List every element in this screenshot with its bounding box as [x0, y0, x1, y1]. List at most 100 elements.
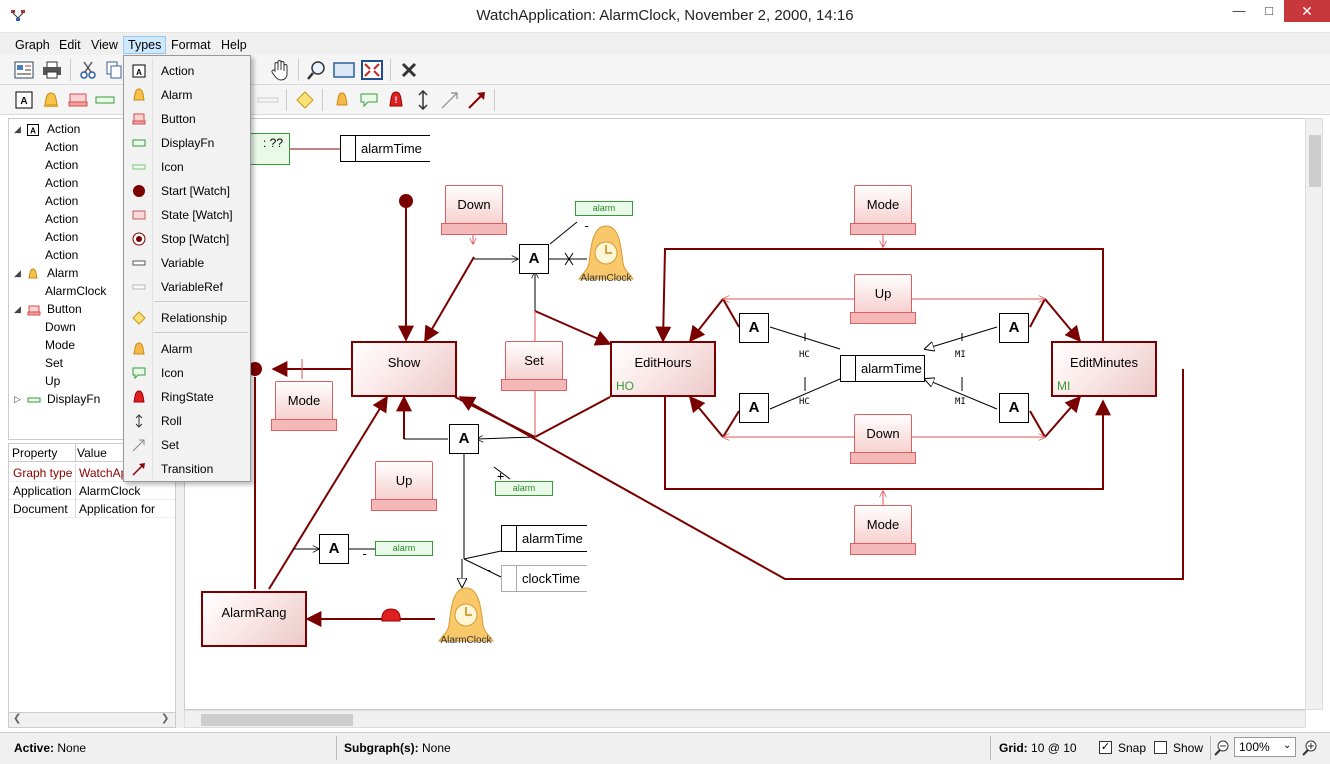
- tree-item[interactable]: Action: [9, 156, 175, 174]
- menu-format[interactable]: Format: [171, 38, 211, 52]
- menu-graph[interactable]: Graph: [15, 38, 50, 52]
- tree-item[interactable]: Action: [9, 228, 175, 246]
- canvas-vertical-scrollbar[interactable]: [1305, 118, 1323, 710]
- menu-item-set[interactable]: Set: [126, 433, 248, 457]
- displayfn-alarm[interactable]: alarm: [375, 541, 433, 556]
- zoom-out-icon[interactable]: [1214, 739, 1230, 757]
- button-down-mid[interactable]: Down: [850, 414, 916, 464]
- hand-icon[interactable]: [268, 58, 292, 82]
- state-edithours[interactable]: EditHours HO: [610, 341, 716, 397]
- menu-view[interactable]: View: [91, 38, 118, 52]
- fit-window-icon[interactable]: [360, 58, 384, 82]
- properties-icon[interactable]: [12, 58, 36, 82]
- transition-tool-icon[interactable]: [465, 88, 489, 112]
- alarmclock-bell-icon[interactable]: AlarmClock: [573, 223, 639, 289]
- canvas-horizontal-scrollbar[interactable]: [184, 710, 1306, 728]
- action-box[interactable]: A: [999, 313, 1029, 343]
- ringstate-tool-icon[interactable]: !: [384, 88, 408, 112]
- variable-alarmtime-top[interactable]: alarmTime: [340, 135, 430, 162]
- variable-alarmtime[interactable]: alarmTime: [501, 525, 587, 552]
- alarmclock-bell-icon[interactable]: AlarmClock: [433, 585, 499, 651]
- vertical-scroll-thumb[interactable]: [1309, 135, 1321, 187]
- collapse-icon[interactable]: ◢: [14, 304, 21, 314]
- collapse-icon[interactable]: ◢: [14, 124, 21, 134]
- set-tool-icon[interactable]: [438, 88, 462, 112]
- scroll-left-icon[interactable]: ❮: [13, 713, 22, 724]
- copy-icon[interactable]: [102, 58, 126, 82]
- cut-icon[interactable]: [76, 58, 100, 82]
- icon-relation-tool-icon[interactable]: [357, 88, 381, 112]
- menu-item-variable[interactable]: Variable: [126, 251, 248, 275]
- zoom-select[interactable]: 100%⌄: [1234, 737, 1296, 757]
- button-up-mid[interactable]: Up: [850, 274, 916, 324]
- action-box[interactable]: A: [739, 393, 769, 423]
- scroll-right-icon[interactable]: ❯: [161, 713, 170, 724]
- action-box[interactable]: A: [999, 393, 1029, 423]
- roll-tool-icon[interactable]: [411, 88, 435, 112]
- button-set[interactable]: Set: [501, 341, 567, 391]
- menu-item-state[interactable]: State [Watch]: [126, 203, 248, 227]
- zoom-in-icon[interactable]: [1302, 739, 1318, 757]
- state-show[interactable]: Show: [351, 341, 457, 397]
- button-tool-icon[interactable]: [66, 88, 90, 112]
- button-down-top[interactable]: Down: [441, 185, 507, 235]
- action-box[interactable]: A: [319, 534, 349, 564]
- action-tool-icon[interactable]: A: [12, 88, 36, 112]
- tree-group-button[interactable]: ◢Button: [9, 300, 175, 318]
- button-mode-left[interactable]: Mode: [271, 381, 337, 431]
- tree-item[interactable]: Action: [9, 174, 175, 192]
- tree-group-alarm[interactable]: ◢Alarm: [9, 264, 175, 282]
- variableref-tool-icon[interactable]: [256, 88, 280, 112]
- start-node[interactable]: [399, 194, 413, 208]
- show-checkbox[interactable]: [1154, 741, 1167, 754]
- displayfn-alarm[interactable]: alarm: [495, 481, 553, 496]
- tree-item[interactable]: Down: [9, 318, 175, 336]
- menu-item-button[interactable]: Button: [126, 107, 248, 131]
- menu-item-alarm[interactable]: Alarm: [126, 83, 248, 107]
- menu-item-icon[interactable]: Icon: [126, 155, 248, 179]
- snap-checkbox[interactable]: ✓: [1099, 741, 1112, 754]
- fit-rectangle-icon[interactable]: [332, 58, 356, 82]
- tree-group-displayfn[interactable]: ▷DisplayFn: [9, 390, 175, 408]
- menu-item-alarm-relation[interactable]: Alarm: [126, 337, 248, 361]
- tree-item[interactable]: Action: [9, 210, 175, 228]
- horizontal-scroll-thumb[interactable]: [201, 714, 353, 726]
- menu-item-relationship[interactable]: Relationship: [126, 306, 248, 330]
- action-box[interactable]: A: [739, 313, 769, 343]
- button-up-show[interactable]: Up: [371, 461, 437, 511]
- menu-item-roll[interactable]: Roll: [126, 409, 248, 433]
- alarm-tool-icon[interactable]: [39, 88, 63, 112]
- button-mode-bottom[interactable]: Mode: [850, 505, 916, 555]
- menu-item-displayfn[interactable]: DisplayFn: [126, 131, 248, 155]
- tree-item[interactable]: Up: [9, 372, 175, 390]
- menu-item-variableref[interactable]: VariableRef: [126, 275, 248, 299]
- collapse-icon[interactable]: ◢: [14, 268, 21, 278]
- expand-icon[interactable]: ▷: [14, 394, 21, 404]
- tree-item[interactable]: AlarmClock: [9, 282, 175, 300]
- stop-node[interactable]: [248, 362, 262, 376]
- menu-item-start[interactable]: Start [Watch]: [126, 179, 248, 203]
- action-box[interactable]: A: [449, 424, 479, 454]
- variableref-clocktime[interactable]: clockTime: [501, 565, 587, 592]
- tree-item[interactable]: Action: [9, 192, 175, 210]
- displayfn-alarm[interactable]: alarm: [575, 201, 633, 216]
- menu-edit[interactable]: Edit: [59, 38, 81, 52]
- menu-help[interactable]: Help: [221, 38, 247, 52]
- state-editminutes[interactable]: EditMinutes MI: [1051, 341, 1157, 397]
- variable-alarmtime-center[interactable]: alarmTime: [840, 355, 925, 382]
- maximize-button[interactable]: □: [1265, 3, 1273, 18]
- button-mode-top[interactable]: Mode: [850, 185, 916, 235]
- print-icon[interactable]: [40, 58, 64, 82]
- action-box[interactable]: A: [519, 244, 549, 274]
- minimize-button[interactable]: —: [1232, 3, 1246, 18]
- menu-item-transition[interactable]: Transition: [126, 457, 248, 481]
- state-alarmrang[interactable]: AlarmRang: [201, 591, 307, 647]
- relationship-tool-icon[interactable]: [293, 88, 317, 112]
- displayfn-tool-icon[interactable]: [93, 88, 117, 112]
- menu-types[interactable]: Types: [123, 36, 167, 54]
